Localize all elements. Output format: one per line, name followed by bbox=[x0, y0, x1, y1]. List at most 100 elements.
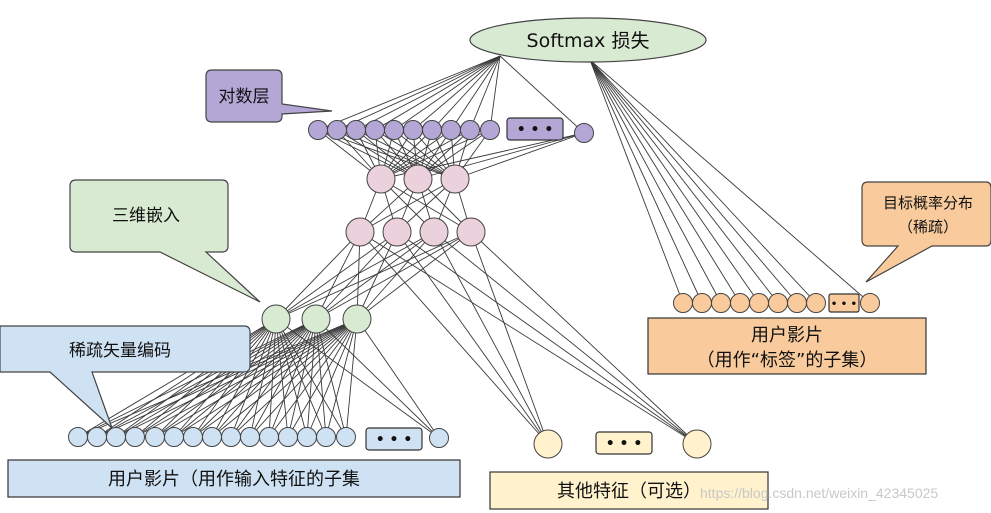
connection-line bbox=[154, 318, 358, 438]
log-layer-node bbox=[441, 120, 461, 140]
other-ellipsis-box bbox=[595, 431, 653, 455]
log-layer-node bbox=[346, 120, 366, 140]
input-feature-node bbox=[125, 427, 145, 447]
connection-line bbox=[589, 59, 741, 304]
input-feature-node bbox=[87, 427, 107, 447]
connection-line bbox=[275, 231, 361, 320]
other-features-box bbox=[489, 471, 769, 510]
connection-line bbox=[359, 231, 698, 445]
connection-line bbox=[589, 59, 703, 304]
connection-line bbox=[359, 231, 549, 445]
connection-line bbox=[470, 231, 549, 445]
connection-line bbox=[589, 59, 684, 304]
connection-line bbox=[275, 318, 327, 438]
log-layer-node bbox=[460, 120, 480, 140]
hidden-layer-node bbox=[456, 217, 486, 247]
connection-line bbox=[275, 318, 289, 438]
target-label-line2: （稀疏） bbox=[898, 218, 958, 236]
connection-line bbox=[355, 55, 501, 131]
connection-line bbox=[230, 318, 317, 438]
target-label-line1: 目标概率分布 bbox=[883, 194, 973, 212]
connection-line bbox=[589, 59, 760, 304]
log-layer-callout bbox=[205, 69, 333, 123]
sparse-label: 稀疏矢量编码 bbox=[69, 341, 171, 361]
log-layer-node bbox=[574, 123, 594, 143]
connection-line bbox=[211, 318, 277, 438]
connection-line bbox=[469, 55, 501, 131]
connection-line bbox=[315, 318, 327, 438]
label-node bbox=[806, 293, 826, 313]
input-feature-node bbox=[106, 427, 126, 447]
connection-line bbox=[380, 178, 472, 233]
connection-line bbox=[275, 231, 472, 320]
input-ellipsis-box bbox=[365, 427, 423, 451]
connection-line bbox=[589, 59, 722, 304]
watermark: https://blog.csdn.net/weixin_42345025 bbox=[700, 485, 939, 501]
connection-line bbox=[275, 318, 440, 439]
log-layer-ellipsis: • • • bbox=[517, 122, 554, 138]
label-node bbox=[768, 293, 788, 313]
softmax-loss-label: Softmax 损失 bbox=[527, 30, 650, 52]
connection-line bbox=[249, 318, 358, 438]
connection-line bbox=[589, 59, 798, 304]
embedding-node bbox=[342, 304, 372, 334]
connection-line bbox=[345, 318, 358, 438]
connection-line bbox=[356, 231, 398, 320]
input-feature-node bbox=[240, 427, 260, 447]
embedding-node bbox=[301, 304, 331, 334]
input-feature-node bbox=[336, 427, 356, 447]
network-nodes bbox=[68, 120, 880, 459]
input-feature-node bbox=[297, 427, 317, 447]
label-node bbox=[673, 293, 693, 313]
connection-line bbox=[499, 55, 585, 134]
input-feature-node bbox=[316, 427, 336, 447]
input-ellipsis: • • • bbox=[376, 432, 413, 448]
label-node bbox=[860, 293, 880, 313]
label-node bbox=[692, 293, 712, 313]
hidden-layer-node bbox=[403, 164, 433, 194]
connection-line bbox=[470, 231, 698, 445]
connection-line bbox=[268, 318, 317, 438]
log-layer-node bbox=[403, 120, 423, 140]
connection-line bbox=[356, 231, 361, 320]
log-layer-node bbox=[384, 120, 404, 140]
connection-line bbox=[433, 231, 549, 445]
label-subset-line1: 用户影片 bbox=[751, 325, 823, 346]
hidden-layer-node bbox=[345, 217, 375, 247]
connection-line bbox=[287, 318, 317, 438]
input-feature-node bbox=[429, 428, 449, 448]
connection-line bbox=[230, 318, 277, 438]
connection-line bbox=[315, 231, 435, 320]
input-feature-node bbox=[68, 427, 88, 447]
input-feature-node bbox=[259, 427, 279, 447]
label-node bbox=[749, 293, 769, 313]
other-ellipsis: • • • bbox=[606, 436, 643, 452]
log-layer-node bbox=[480, 120, 500, 140]
connection-line bbox=[412, 55, 501, 131]
connection-line bbox=[315, 231, 472, 320]
connection-line bbox=[173, 318, 358, 438]
input-subset-label: 用户影片（用作输入特征的子集 bbox=[108, 469, 360, 490]
connection-line bbox=[96, 318, 358, 438]
other-feature-node bbox=[533, 429, 563, 459]
embedding-node bbox=[261, 304, 291, 334]
connection-line bbox=[173, 318, 317, 438]
connection-line bbox=[249, 318, 317, 438]
sparse-callout bbox=[0, 325, 251, 429]
connection-line bbox=[77, 318, 317, 438]
log-layer-node bbox=[327, 120, 347, 140]
connection-line bbox=[77, 318, 358, 438]
connection-line bbox=[393, 55, 501, 131]
input-feature-node bbox=[164, 427, 184, 447]
input-feature-node bbox=[221, 427, 241, 447]
label-node bbox=[787, 293, 807, 313]
connection-line bbox=[417, 129, 491, 180]
connection-line bbox=[396, 231, 698, 445]
connection-line bbox=[315, 231, 361, 320]
connection-line bbox=[287, 318, 358, 438]
hidden-layer-node bbox=[440, 164, 470, 194]
other-feature-node bbox=[682, 429, 712, 459]
hidden-layer-node bbox=[419, 217, 449, 247]
log-layer-node bbox=[308, 120, 328, 140]
connection-line bbox=[356, 318, 440, 439]
